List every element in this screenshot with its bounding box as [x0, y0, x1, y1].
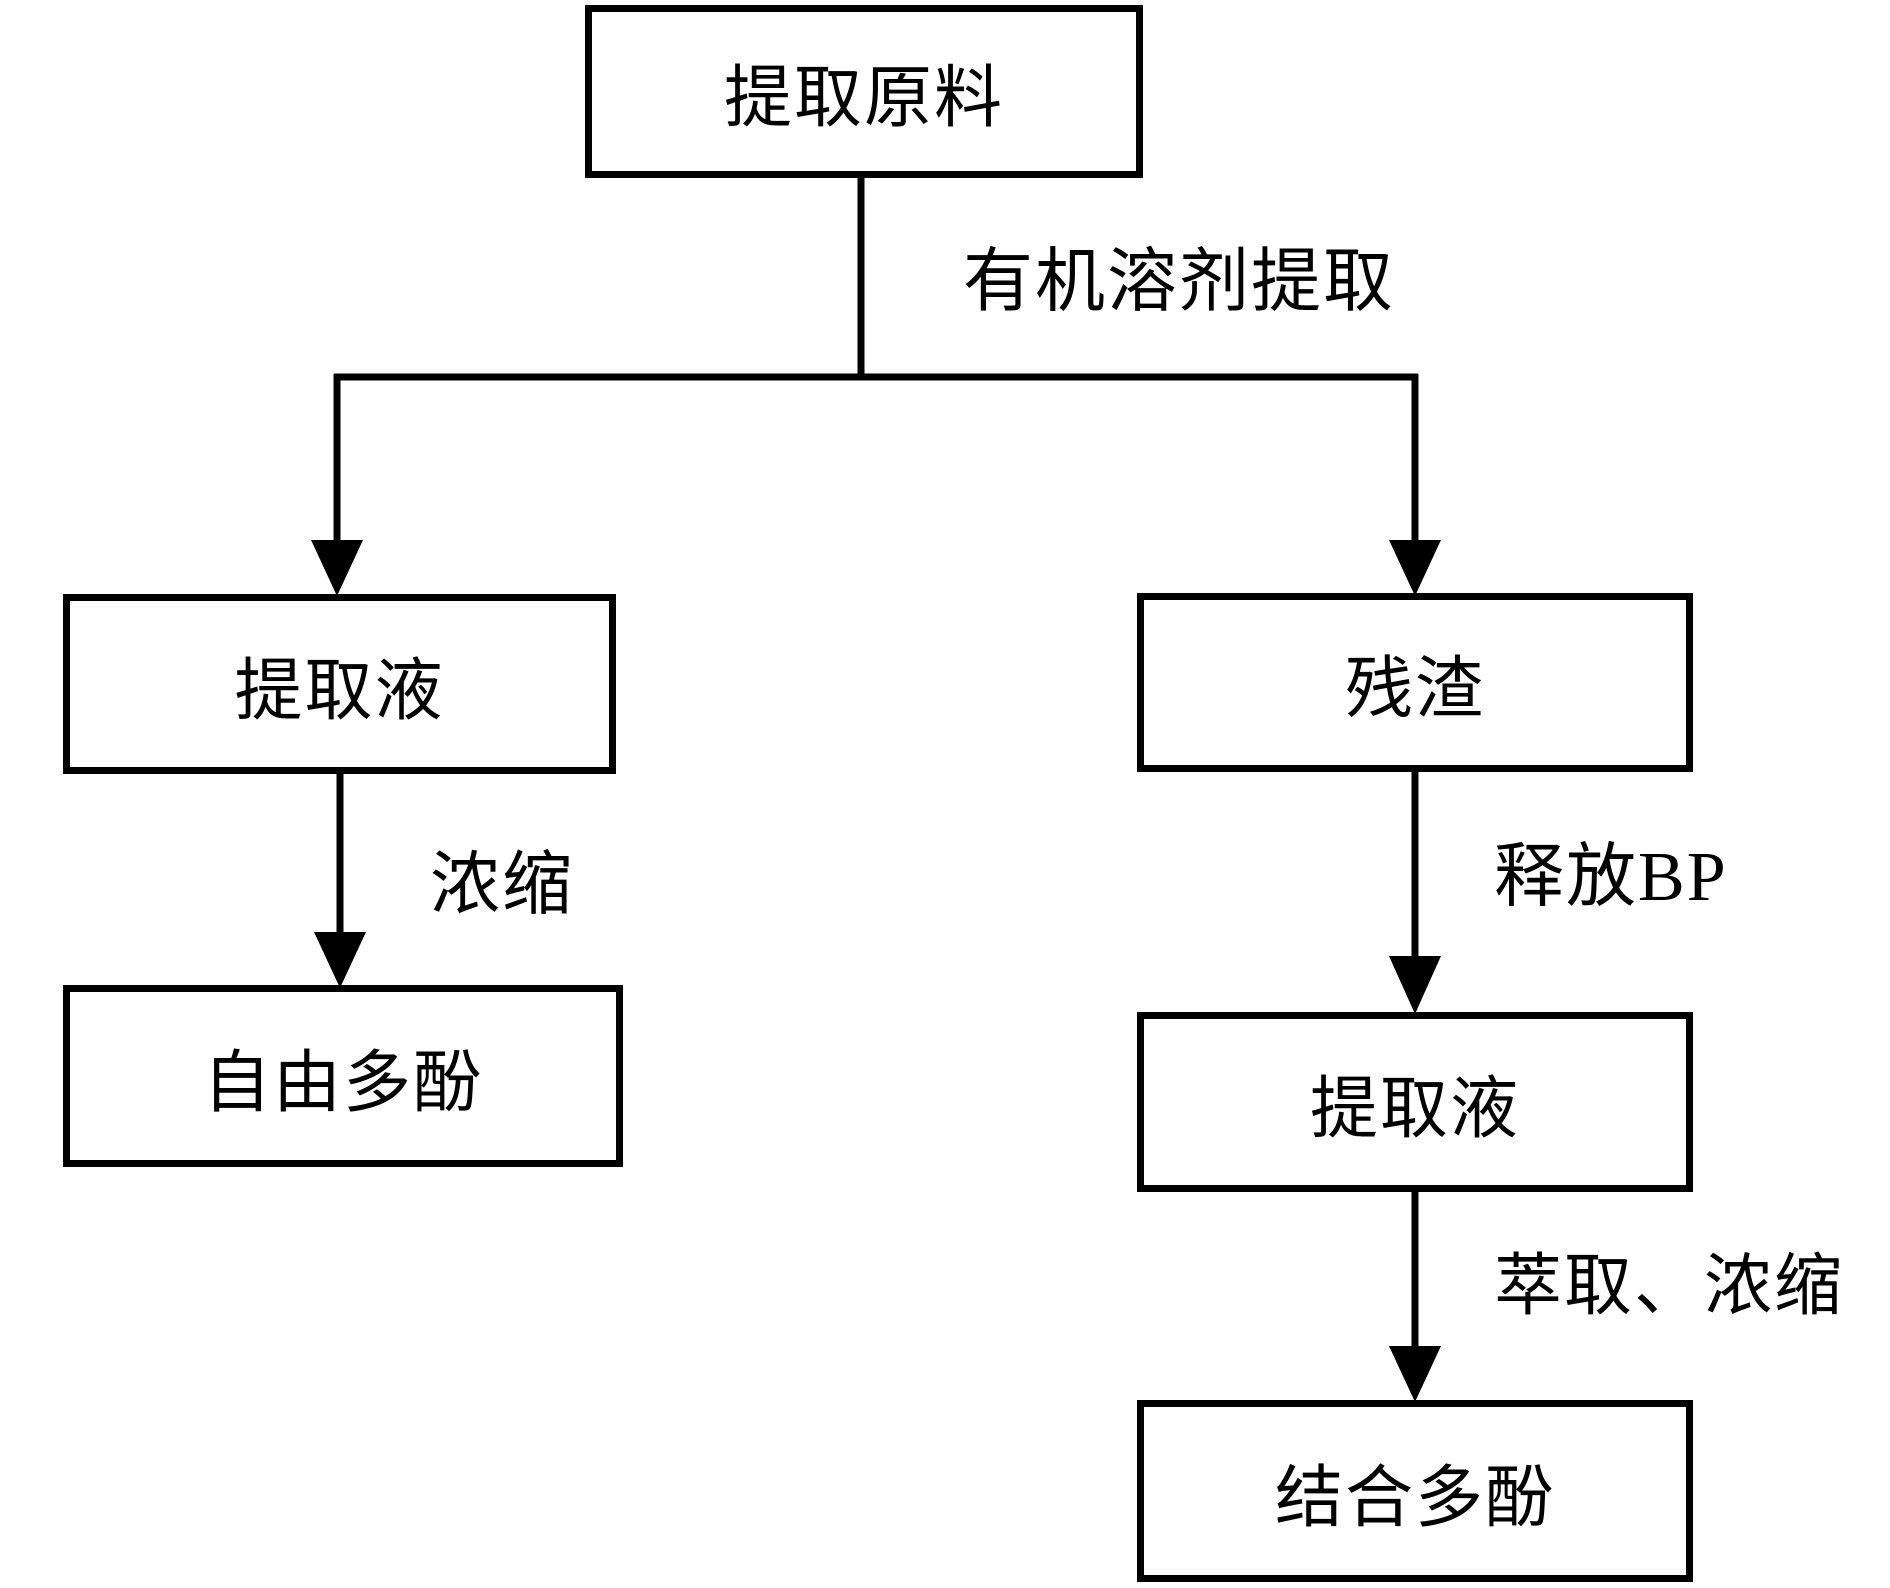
- node-extract-solution-right-label: 提取液: [1309, 1070, 1520, 1147]
- node-raw-material: 提取原料: [585, 5, 1143, 178]
- node-residue-label: 残渣: [1344, 651, 1485, 727]
- node-free-polyphenol-label: 自由多酚: [202, 1044, 483, 1121]
- edge-label-release-bp: 释放BP: [1494, 839, 1728, 916]
- edge-label-organic-solvent-extraction: 有机溶剂提取: [963, 244, 1395, 321]
- node-residue: 残渣: [1137, 593, 1693, 772]
- node-extract-solution-right: 提取液: [1137, 1012, 1693, 1192]
- edge-label-concentration: 浓缩: [430, 847, 574, 924]
- right-branch-arrowhead-icon: [1389, 540, 1441, 596]
- node-free-polyphenol: 自由多酚: [63, 985, 623, 1167]
- node-raw-material-label: 提取原料: [723, 60, 1004, 136]
- concentration-arrowhead-icon: [314, 932, 366, 988]
- node-bound-polyphenol-label: 结合多酚: [1274, 1459, 1555, 1536]
- node-bound-polyphenol: 结合多酚: [1137, 1400, 1693, 1582]
- node-extract-solution-left-label: 提取液: [234, 652, 445, 729]
- node-extract-solution-left: 提取液: [63, 594, 616, 774]
- left-branch-arrowhead-icon: [311, 540, 363, 596]
- release-bp-arrowhead-icon: [1389, 956, 1441, 1014]
- extraction-concentration-arrowhead-icon: [1389, 1346, 1441, 1402]
- edge-label-extraction-concentration: 萃取、浓缩: [1494, 1248, 1845, 1324]
